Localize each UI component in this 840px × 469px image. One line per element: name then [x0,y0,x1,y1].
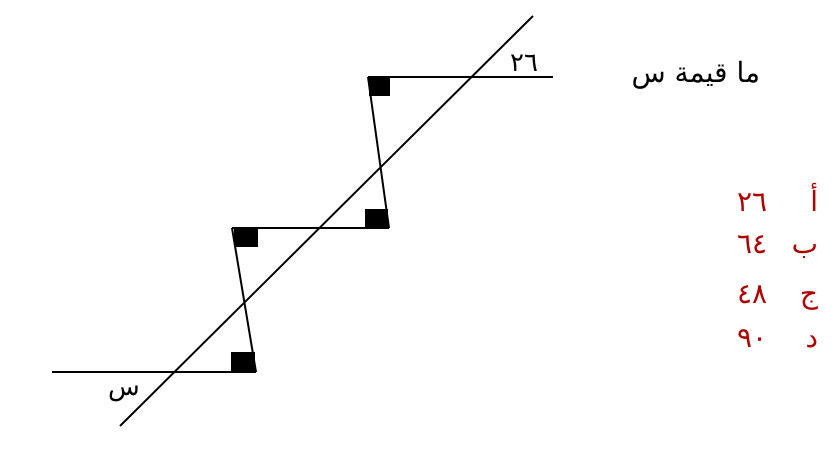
right-angle-mark-middle-right [365,209,388,227]
choice-value: ٦٤ [736,227,768,260]
upper-slanted-segment [367,76,390,229]
right-angle-mark-middle-left [234,229,258,247]
choice-letter: ب [791,227,818,260]
right-angle-mark-top [369,78,390,96]
choice-letter: ج [799,277,818,310]
right-angle-mark-bottom [231,352,255,371]
choice-letter: أ [810,185,818,218]
question-text: ما قيمة س [631,56,760,89]
angle-label-x: س [108,372,140,402]
choice-value: ٢٦ [736,185,768,218]
choice-value: ٩٠ [736,321,768,354]
choice-c[interactable]: ج ٤٨ [708,280,818,308]
choice-letter: د [805,321,818,354]
choice-d[interactable]: د ٩٠ [708,324,818,352]
transversal-line [119,15,534,427]
angle-label-26: ٢٦ [510,48,538,78]
lower-slanted-segment [231,227,257,373]
choice-b[interactable]: ب ٦٤ [708,230,818,258]
choice-value: ٤٨ [736,277,768,310]
choice-a[interactable]: أ ٢٦ [708,188,818,216]
